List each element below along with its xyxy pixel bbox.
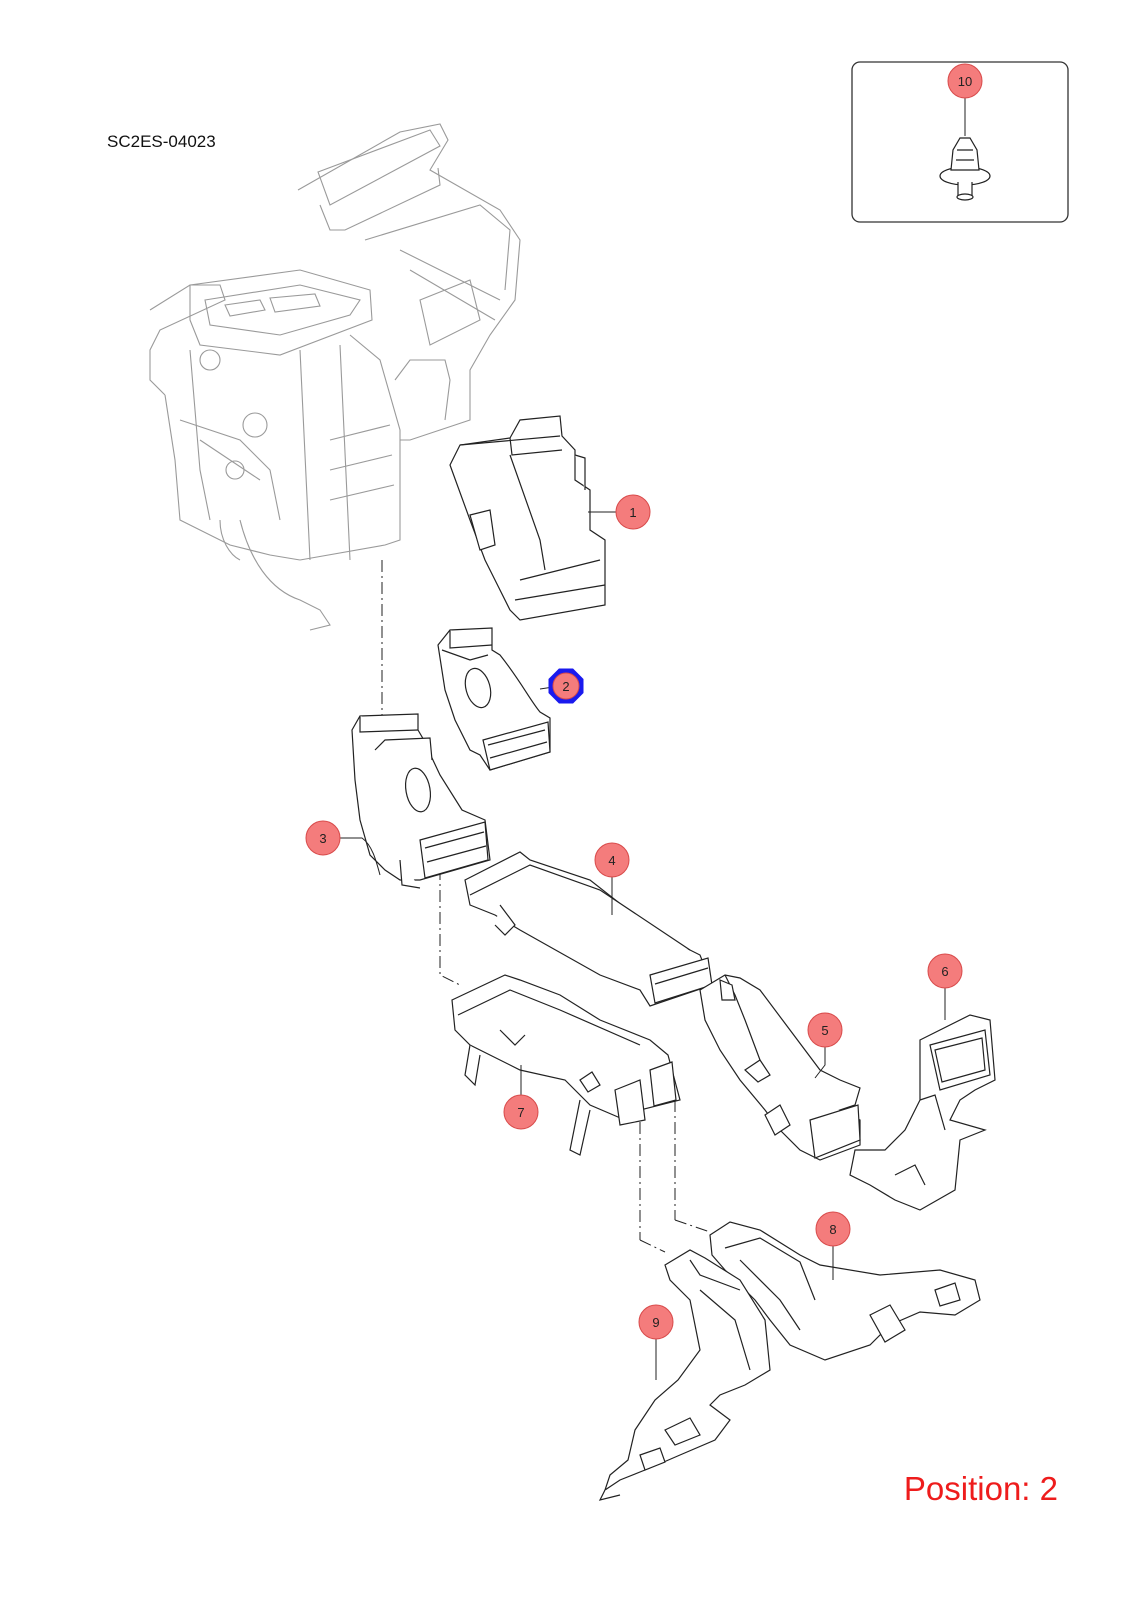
callout-4[interactable]: 4 (594, 842, 630, 878)
part-9-floor-duct (598, 1249, 771, 1501)
doc-code: SC2ES-04023 (107, 132, 216, 151)
detail-inset (851, 61, 1069, 223)
callouts[interactable]: 1 2 3 4 5 6 7 8 (305, 63, 983, 1340)
callout-6-label: 6 (941, 964, 948, 979)
callout-7[interactable]: 7 (503, 1094, 539, 1130)
callout-2[interactable]: 2 (548, 668, 584, 704)
callout-1-label: 1 (629, 505, 636, 520)
part-5-side-duct (699, 974, 861, 1161)
callout-7-label: 7 (517, 1105, 524, 1120)
part-3-riser-duct (351, 713, 491, 889)
part-7-branch-duct (451, 974, 681, 1156)
callout-6[interactable]: 6 (927, 953, 963, 989)
callout-10-label: 10 (958, 74, 972, 89)
callout-10[interactable]: 10 (947, 63, 983, 99)
hvac-unit-ghost (149, 123, 521, 631)
assembly-lines (381, 560, 711, 1253)
callout-9[interactable]: 9 (638, 1304, 674, 1340)
callout-4-label: 4 (608, 853, 615, 868)
callout-9-label: 9 (652, 1315, 659, 1330)
part-2-elbow-duct (437, 627, 551, 771)
callout-5[interactable]: 5 (807, 1012, 843, 1048)
part-8-floor-duct (709, 1221, 981, 1361)
position-label: Position: 2 (903, 1470, 1058, 1507)
callout-3[interactable]: 3 (305, 820, 341, 856)
callout-3-label: 3 (319, 831, 326, 846)
callout-8[interactable]: 8 (815, 1211, 851, 1247)
callout-5-label: 5 (821, 1023, 828, 1038)
callout-2-label: 2 (562, 679, 569, 694)
part-6-rear-duct (849, 1014, 996, 1211)
part-4-center-duct (464, 851, 713, 1007)
clip-fastener-icon (939, 137, 991, 201)
part-1-duct (449, 415, 606, 621)
callout-1[interactable]: 1 (615, 494, 651, 530)
callout-8-label: 8 (829, 1222, 836, 1237)
